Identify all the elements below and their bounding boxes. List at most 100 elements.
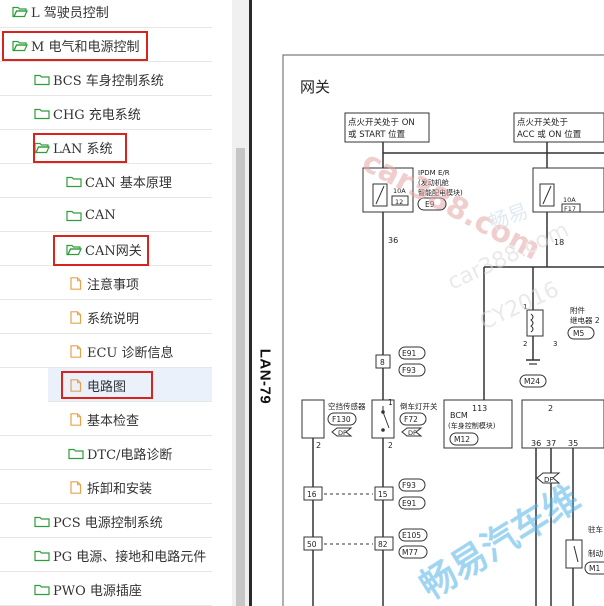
- fuse2-rating: 10A: [563, 196, 576, 204]
- document-page: LAN-79 网关 点火开关处于 ON 或 START 位置 点火开关处于 AC…: [252, 0, 604, 606]
- tree-item-pcs[interactable]: PCS 电源控制系统: [0, 504, 212, 538]
- gateway-unit: [521, 399, 604, 449]
- tree-item-label: 基本检查: [87, 413, 140, 429]
- connector-id-badge: [417, 197, 447, 211]
- relay-ground-connector: M24: [524, 377, 540, 386]
- document-icon: [70, 480, 82, 494]
- unit-pin-36: 36: [531, 439, 541, 448]
- switch-label: 倒车灯开关: [400, 401, 438, 411]
- fuse2-number: F17: [564, 205, 576, 213]
- tree-item-ecu-diagnosis[interactable]: ECU 诊断信息: [0, 334, 212, 368]
- unit-pin-37: 37: [546, 439, 556, 448]
- fuse2-pin: 18: [554, 238, 564, 247]
- tree-item-wiring-diagram[interactable]: 电路图: [48, 368, 212, 402]
- folder-open-icon: [12, 40, 28, 51]
- relay-pin-2: 2: [523, 340, 527, 348]
- folder-open-icon: [66, 244, 82, 255]
- tree-item-label: PG 电源、接地和电路元件: [53, 549, 207, 565]
- brake-line1: 驻车: [588, 524, 603, 534]
- diagram-title: 网关: [300, 78, 330, 96]
- bcm-connector: M12: [454, 435, 470, 444]
- folder-open-icon: [12, 6, 28, 17]
- tree-scrollbar[interactable]: [232, 0, 249, 606]
- tree-item-label: BCS 车身控制系统: [53, 73, 164, 89]
- watermark-text-5: 畅易汽车维: [413, 477, 587, 606]
- folder-icon: [34, 550, 50, 561]
- conn-c-bottom: M77: [402, 548, 418, 557]
- tree-item-label: LAN 系统: [53, 141, 113, 157]
- tree-item-bcs[interactable]: BCS 车身控制系统: [0, 62, 212, 96]
- switch-pin-1: 1: [388, 398, 393, 407]
- relay-line1: 附件: [570, 305, 585, 315]
- conn-b-bottom: E91: [402, 499, 417, 508]
- folder-open-icon: [34, 142, 50, 153]
- tree-item-pg[interactable]: PG 电源、接地和电路元件: [0, 538, 212, 572]
- sensor-label: 空挡传感器: [328, 401, 366, 411]
- chapter-tree: L 驾驶员控制 M 电气和电源控制 BCS 车身控制系统 CHG 充电系统 LA…: [0, 0, 232, 606]
- watermark-text-4: CY2016: [476, 277, 563, 335]
- tree-item-can[interactable]: CAN: [0, 198, 212, 232]
- folder-icon: [66, 176, 82, 187]
- ign-box-line2: 或 START 位置: [348, 129, 406, 140]
- conn-a-bottom: F93: [402, 366, 416, 375]
- unit-pin-35: 35: [568, 439, 578, 448]
- tree-item-label: DTC/电路诊断: [87, 447, 173, 463]
- switch-pin-2: 2: [388, 441, 393, 450]
- tree-item-can-gateway[interactable]: CAN网关: [0, 232, 212, 266]
- ipdm-connector: E9: [425, 200, 435, 209]
- tree-item-label: ECU 诊断信息: [87, 345, 174, 361]
- document-icon: [70, 378, 82, 392]
- tree-item-system-description[interactable]: 系统说明: [0, 300, 212, 334]
- tree-item-lan[interactable]: LAN 系统: [0, 130, 212, 164]
- tree-item-pwo[interactable]: PWO 电源插座: [0, 572, 212, 606]
- folder-icon: [34, 584, 50, 595]
- acc-box-line1: 点火开关处于: [517, 117, 569, 128]
- ipdm-line2: (发动机舱: [418, 178, 449, 187]
- tree-item-label: L 驾驶员控制: [31, 5, 109, 21]
- bcm-line2: (车身控制模块): [448, 421, 496, 430]
- ipdm-pin: 36: [388, 236, 398, 245]
- conn-b-right: 15: [378, 490, 388, 499]
- folder-icon: [34, 516, 50, 527]
- acc-power-box: [513, 112, 604, 143]
- document-icon: [70, 276, 82, 290]
- tree-item-label: 拆卸和安装: [87, 481, 153, 497]
- ipdm-line3: 智能配电模块): [418, 188, 463, 197]
- tree-item-removal-installation[interactable]: 拆卸和安装: [0, 470, 212, 504]
- unit-pin: 2: [548, 404, 553, 413]
- tree-item-label: 注意事项: [87, 277, 140, 293]
- tree-item-m-electrical[interactable]: M 电气和电源控制: [0, 28, 212, 62]
- tree-item-chg[interactable]: CHG 充电系统: [0, 96, 212, 130]
- sensor-pin: 2: [316, 441, 321, 450]
- switch-df-label: DF: [408, 429, 417, 437]
- wiring-diagram: 网关 点火开关处于 ON 或 START 位置 点火开关处于 ACC 或 ON …: [282, 54, 604, 606]
- ign-power-box: [344, 112, 430, 143]
- tree-item-can-basics[interactable]: CAN 基本原理: [0, 164, 212, 198]
- relay-pin-3: 3: [553, 340, 557, 348]
- scrollbar-thumb[interactable]: [236, 148, 245, 606]
- document-icon: [70, 310, 82, 324]
- tree-item-dtc-diagnosis[interactable]: DTC/电路诊断: [0, 436, 212, 470]
- switch-connector: F72: [404, 415, 418, 424]
- tree-item-label: CAN网关: [85, 243, 142, 259]
- relay-line2: 继电器 2: [570, 315, 600, 325]
- ipdm-line1: IPDM E/R: [418, 169, 450, 177]
- tree-item-l-driver-controls[interactable]: L 驾驶员控制: [0, 0, 212, 28]
- document-icon: [70, 412, 82, 426]
- parking-brake-switch: [565, 539, 583, 569]
- tree-item-label: CAN 基本原理: [85, 175, 172, 191]
- folder-icon: [34, 74, 50, 85]
- relay-pin-1: 1: [523, 303, 527, 311]
- brake-connector: M1: [589, 564, 600, 573]
- tree-item-label: PWO 电源插座: [53, 583, 142, 599]
- tree-item-basic-inspection[interactable]: 基本检查: [0, 402, 212, 436]
- conn-c-top: E105: [402, 531, 421, 540]
- tree-item-precautions[interactable]: 注意事项: [0, 266, 212, 300]
- tree-item-label: M 电气和电源控制: [31, 39, 140, 55]
- pane-divider[interactable]: [249, 0, 252, 606]
- conn-b-left: 16: [307, 490, 317, 499]
- tree-item-label: 系统说明: [87, 311, 140, 327]
- ipdm-fuse-rating: 10A: [393, 187, 406, 195]
- unit-df-label: DF: [544, 476, 553, 484]
- document-icon: [70, 344, 82, 358]
